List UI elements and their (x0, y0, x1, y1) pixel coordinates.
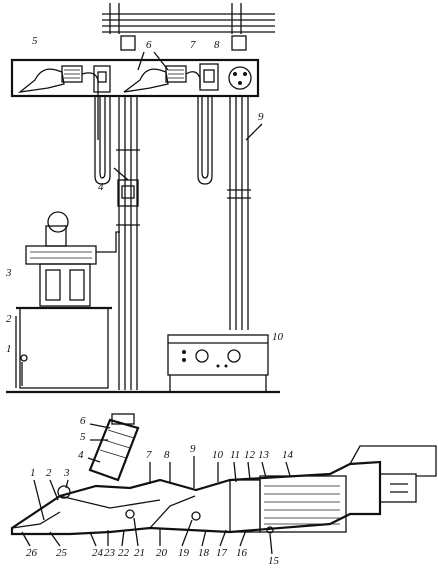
tool-tip (11, 485, 274, 534)
label-8-bottom: 8 (164, 449, 170, 461)
overhead-wires (102, 3, 275, 51)
bottom-labels: 6 5 4 7 8 9 10 11 12 13 14 1 2 3 26 25 2… (26, 415, 294, 567)
label-1-top: 1 (6, 343, 12, 355)
label-22-bottom: 22 (118, 547, 130, 559)
label-7-top: 7 (190, 39, 196, 51)
top-labels: 5 6 7 8 9 4 3 2 1 10 (5, 35, 284, 355)
hanging-tool-middle (123, 65, 201, 93)
main-poles (116, 96, 251, 390)
label-2-top: 2 (6, 313, 12, 325)
label-1-bottom: 1 (30, 467, 36, 479)
label-10-bottom: 10 (212, 449, 224, 461)
label-5-top: 5 (32, 35, 38, 47)
label-24-bottom: 24 (92, 547, 104, 559)
label-6-bottom: 6 (80, 415, 86, 427)
label-15-bottom: 15 (268, 555, 280, 567)
label-21-bottom: 21 (134, 547, 145, 559)
label-2-bottom: 2 (46, 467, 52, 479)
label-14-bottom: 14 (282, 449, 294, 461)
label-13-bottom: 13 (258, 449, 270, 461)
label-8-top: 8 (214, 39, 220, 51)
label-9-bottom: 9 (190, 443, 196, 455)
label-10-top: 10 (272, 331, 284, 343)
label-3-bottom: 3 (63, 467, 70, 479)
inline-box-4 (113, 167, 139, 207)
label-17-bottom: 17 (216, 547, 228, 559)
tool-handle-upper (88, 413, 140, 482)
top-rail-beam (10, 58, 260, 98)
transformer-unit (25, 211, 120, 307)
label-26-bottom: 26 (26, 547, 38, 559)
label-11-bottom: 11 (230, 449, 240, 461)
junction-boxes (93, 63, 252, 93)
label-5-bottom: 5 (80, 431, 86, 443)
label-25-bottom: 25 (56, 547, 68, 559)
label-4-bottom: 4 (78, 449, 84, 461)
hanging-tool-left (17, 65, 99, 140)
control-panel-10 (167, 334, 269, 392)
label-4-top: 4 (98, 181, 104, 193)
label-9-top: 9 (258, 111, 264, 123)
bottom-leader-lines (21, 423, 291, 555)
tool-body (10, 445, 437, 536)
label-18-bottom: 18 (198, 547, 210, 559)
label-23-bottom: 23 (104, 547, 116, 559)
workbench (15, 306, 112, 389)
label-19-bottom: 19 (178, 547, 190, 559)
label-7-bottom: 7 (146, 449, 152, 461)
vertical-cable-drops (94, 96, 213, 185)
label-6-top: 6 (146, 39, 152, 51)
label-20-bottom: 20 (156, 547, 168, 559)
label-3-top: 3 (5, 267, 12, 279)
label-12-bottom: 12 (244, 449, 256, 461)
label-16-bottom: 16 (236, 547, 248, 559)
